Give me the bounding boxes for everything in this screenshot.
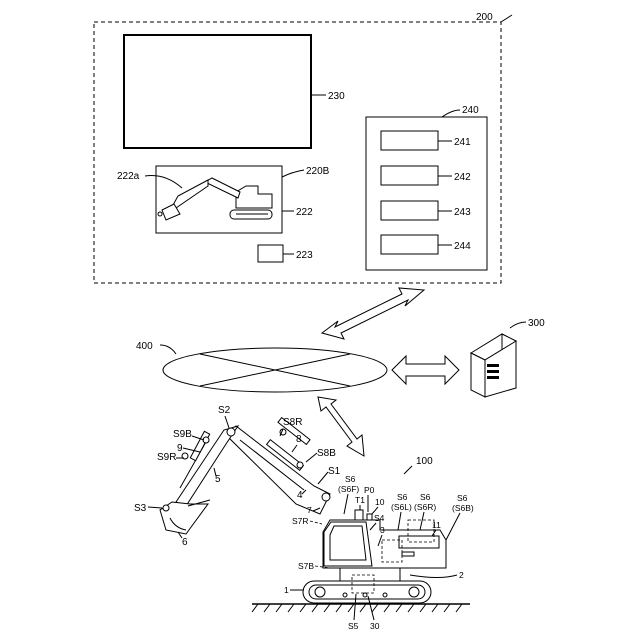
- label-11: 11: [432, 520, 441, 530]
- label-s6f: (S6F): [338, 484, 359, 494]
- label-4: 4: [297, 490, 303, 501]
- label-p0: P0: [364, 485, 375, 495]
- item-243: [381, 201, 438, 220]
- label-s6-right: S6: [457, 493, 468, 503]
- arrow-network-to-server: [392, 356, 459, 384]
- label-243: 243: [454, 207, 471, 218]
- label-300: 300: [528, 318, 545, 329]
- label-s1: S1: [328, 466, 341, 477]
- label-s4: S4: [374, 513, 385, 523]
- arrow-network-to-system: [322, 288, 424, 339]
- label-244: 244: [454, 241, 471, 252]
- label-8: 8: [296, 434, 302, 445]
- label-s6-mid: S6: [420, 492, 431, 502]
- label-3: 3: [380, 525, 385, 535]
- label-10: 10: [375, 497, 385, 507]
- label-30: 30: [370, 621, 380, 631]
- label-s6r: (S6R): [414, 502, 436, 512]
- label-222a: 222a: [117, 171, 140, 182]
- label-s8r: S8R: [283, 417, 302, 428]
- label-s2: S2: [218, 405, 231, 416]
- item-244: [381, 235, 438, 254]
- label-s6l: (S6L): [391, 502, 412, 512]
- label-s7r: S7R: [292, 516, 309, 526]
- item-242: [381, 166, 438, 185]
- label-7: 7: [307, 505, 312, 515]
- label-s8b: S8B: [317, 448, 336, 459]
- label-s9b: S9B: [173, 429, 192, 440]
- label-s6-s6f: S6: [345, 474, 356, 484]
- label-s6b: (S6B): [452, 503, 474, 513]
- label-s9r: S9R: [157, 452, 176, 463]
- label-s3: S3: [134, 503, 147, 514]
- label-9: 9: [177, 443, 183, 454]
- label-6: 6: [182, 537, 188, 548]
- label-s6-left: S6: [397, 492, 408, 502]
- item-241: [381, 131, 438, 150]
- label-s5: S5: [348, 621, 359, 631]
- network-400: [163, 348, 387, 392]
- label-230: 230: [328, 91, 345, 102]
- label-s7b: S7B: [298, 561, 314, 571]
- label-1: 1: [284, 585, 289, 595]
- label-241: 241: [454, 137, 471, 148]
- label-223: 223: [296, 250, 313, 261]
- label-222: 222: [296, 207, 313, 218]
- label-200: 200: [476, 12, 493, 23]
- button-223: [258, 245, 283, 262]
- label-242: 242: [454, 172, 471, 183]
- label-t1: T1: [355, 495, 365, 505]
- label-2: 2: [459, 570, 464, 580]
- label-240: 240: [462, 105, 479, 116]
- label-100: 100: [416, 456, 433, 467]
- label-400: 400: [136, 341, 153, 352]
- display-230: [124, 35, 311, 148]
- server-300: [471, 334, 516, 397]
- label-220b: 220B: [306, 166, 330, 177]
